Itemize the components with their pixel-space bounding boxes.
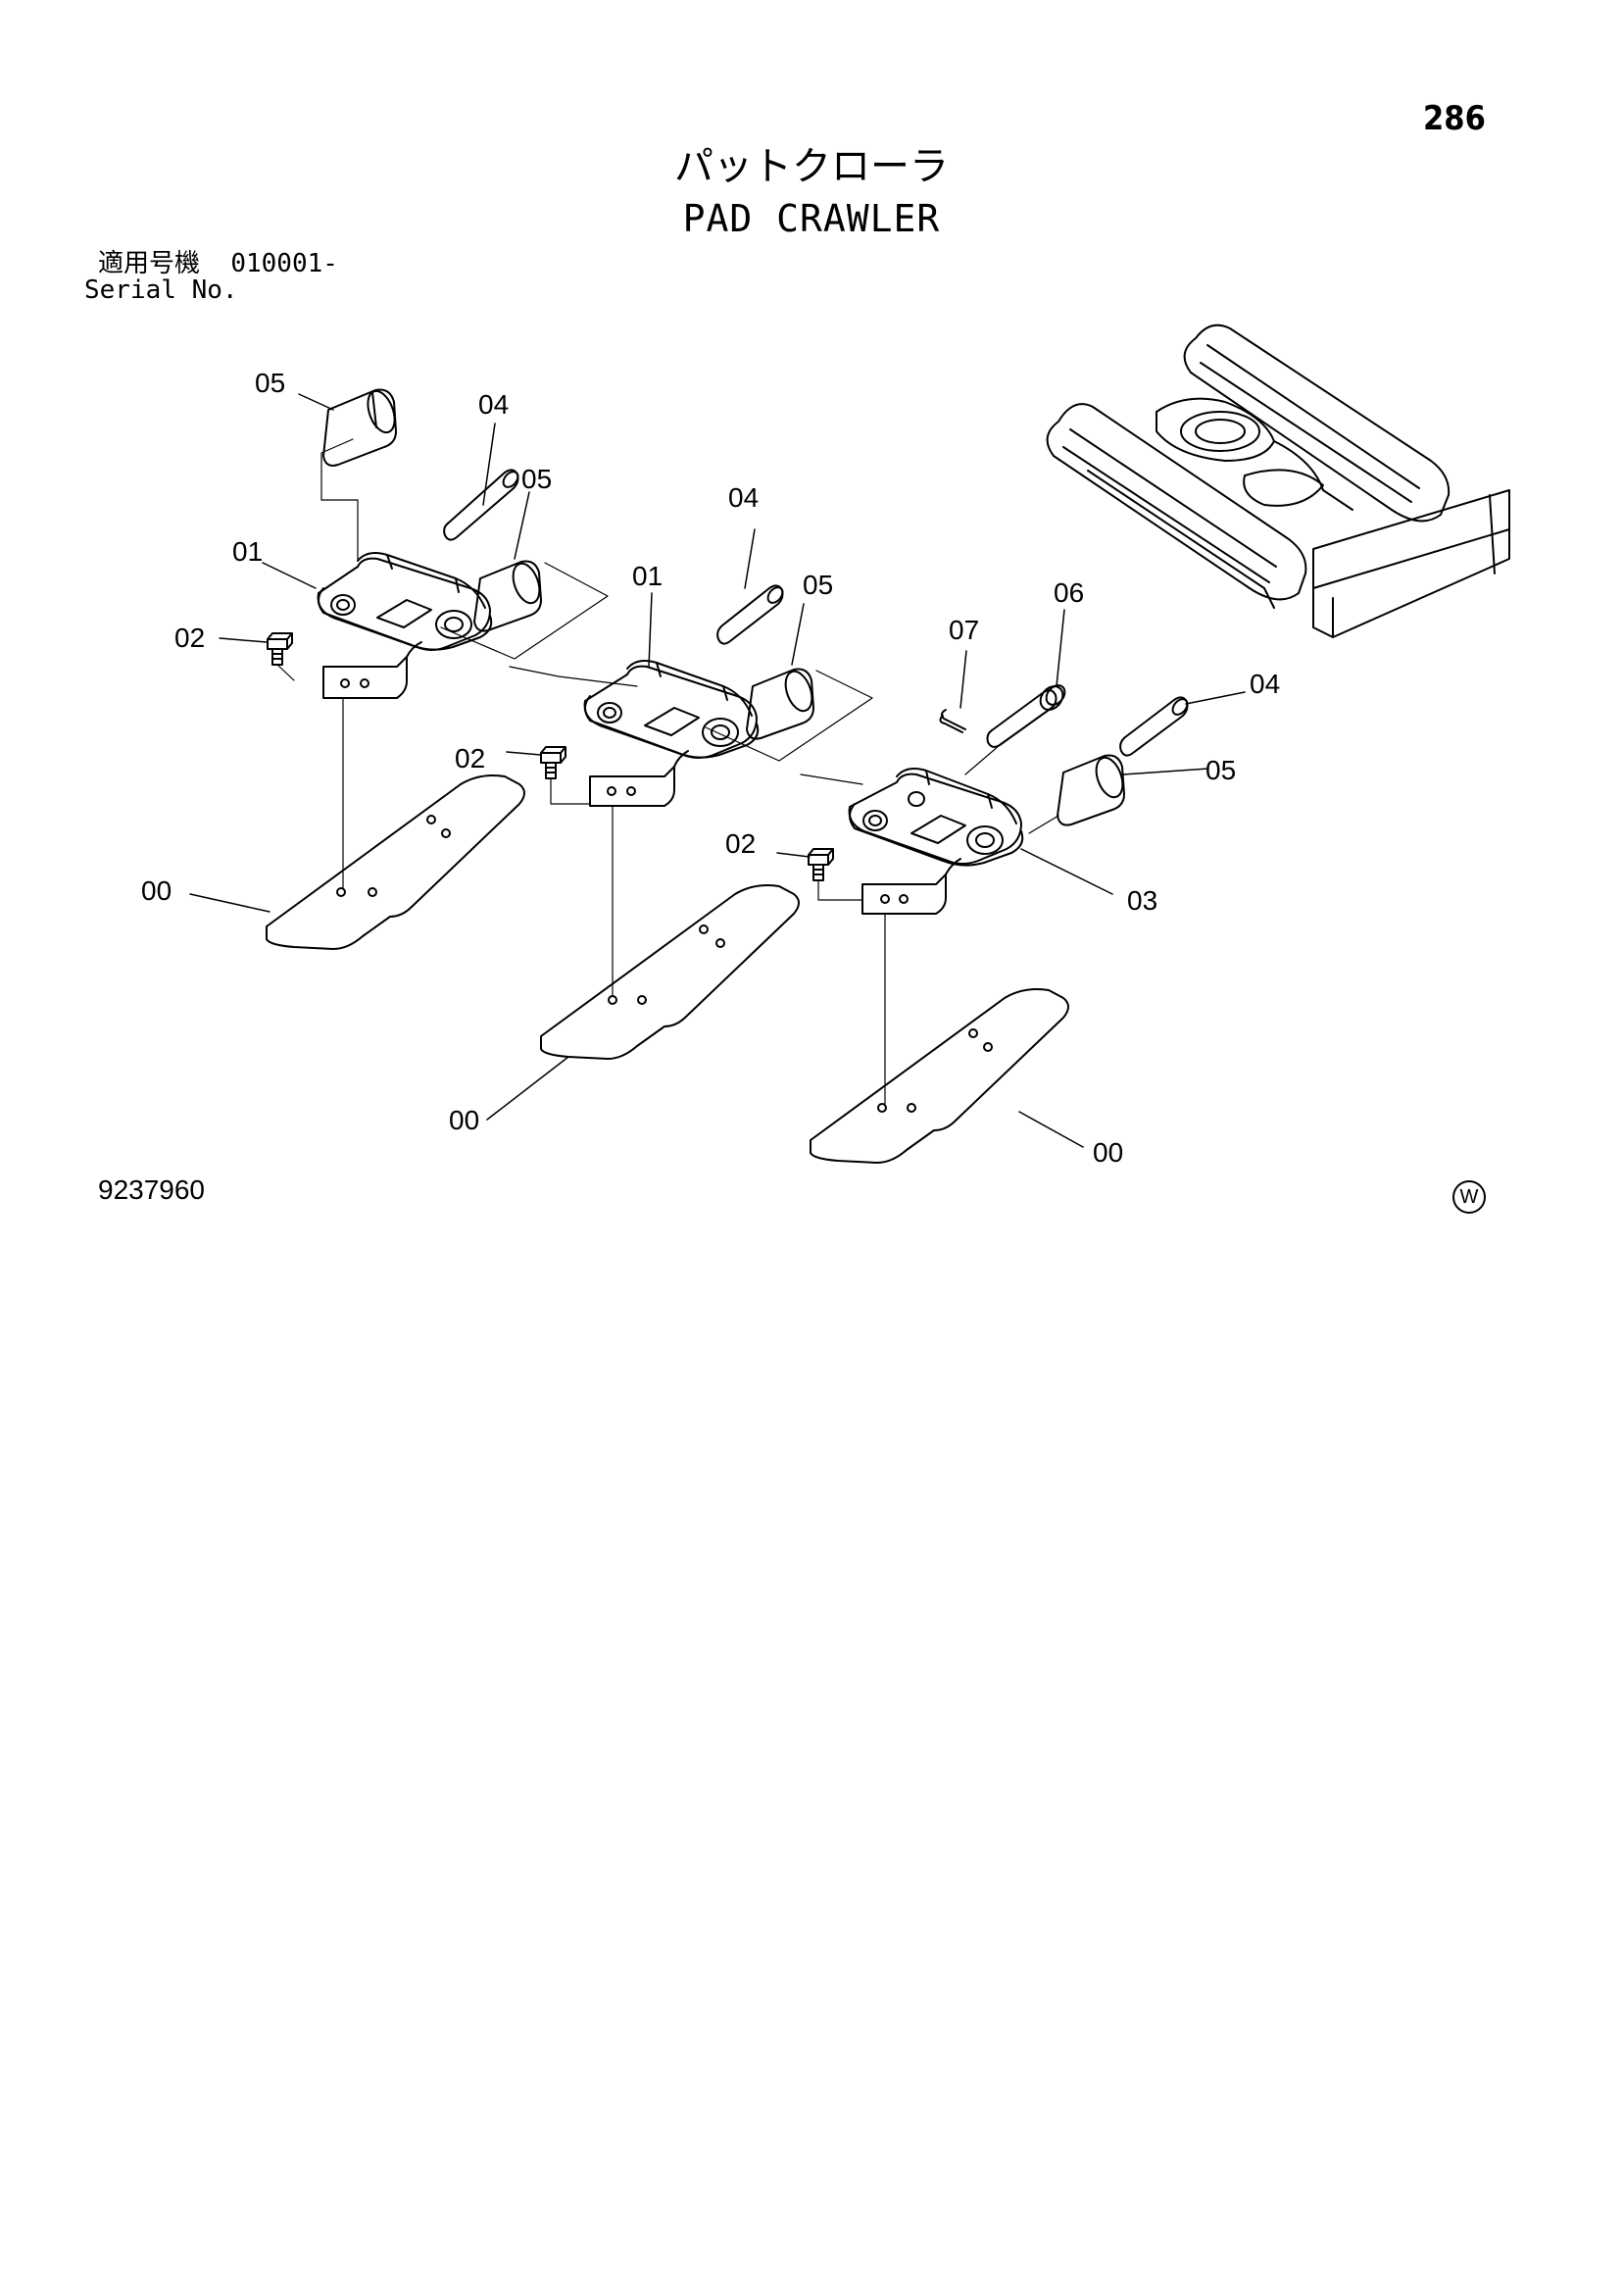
page-number: 286 [1423, 99, 1486, 138]
callout-00: 00 [1093, 1137, 1123, 1168]
drawing-number: 9237960 [98, 1174, 206, 1205]
track-pad-00-left [266, 774, 525, 950]
callout-01: 01 [632, 561, 663, 591]
callout-06: 06 [1054, 577, 1084, 608]
track-link-assembly-2 [583, 660, 760, 807]
callout-05: 05 [803, 570, 833, 600]
callout-04: 04 [1250, 669, 1280, 699]
bolt-02-right [808, 848, 834, 881]
callout-02: 02 [455, 743, 485, 774]
serial-label-japanese: 適用号機 010001- [98, 251, 338, 276]
callout-05: 05 [1205, 755, 1236, 785]
callout-02: 02 [174, 623, 205, 653]
bushing-05-top [322, 388, 397, 467]
bushing-05-middle [746, 668, 814, 740]
bolt-02-middle [540, 746, 566, 779]
track-link-assembly-1 [317, 552, 493, 699]
callout-00: 00 [141, 875, 172, 906]
bushing-05-left [473, 560, 542, 632]
serial-label-english: Serial No. [84, 275, 238, 305]
pin-04-middle [716, 584, 784, 645]
pin-04-right [1119, 696, 1189, 757]
callout-labels: 05 04 05 01 02 04 01 05 07 06 04 02 05 0… [141, 368, 1280, 1168]
track-link-assembly-3 [848, 768, 1024, 915]
callout-02: 02 [725, 828, 756, 859]
callout-05: 05 [521, 464, 552, 494]
bushing-05-right [1057, 754, 1125, 826]
callout-00: 00 [449, 1105, 479, 1135]
w-mark-icon: W [1452, 1180, 1486, 1214]
callout-04: 04 [478, 389, 509, 420]
callout-01: 01 [232, 536, 263, 567]
page-title-japanese: パットクローラ [674, 144, 949, 189]
callout-03: 03 [1127, 885, 1157, 916]
split-pin-07 [939, 709, 966, 733]
bolt-02-left [267, 632, 293, 666]
track-pad-00-middle [540, 884, 800, 1060]
master-pin-06 [986, 684, 1066, 748]
serial-value: 010001- [230, 249, 338, 278]
page-title-english: PAD CRAWLER [682, 197, 941, 240]
track-pad-00-right [810, 988, 1069, 1164]
callout-05: 05 [255, 368, 285, 398]
callout-07: 07 [949, 615, 979, 645]
callout-04: 04 [728, 482, 759, 513]
assembly-guide-lines [276, 438, 1059, 1105]
pin-04-left [443, 469, 519, 541]
machine-overview-illustration [1046, 324, 1510, 638]
serial-label-jp: 適用号機 [98, 249, 201, 278]
leader-lines [189, 393, 1246, 1148]
